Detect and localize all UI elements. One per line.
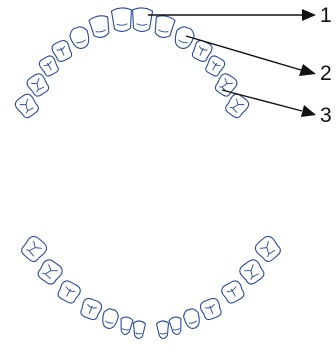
lower-arch-tooth-outline (100, 307, 119, 330)
callout-3-label: 3 (320, 104, 332, 127)
lower-arch-tooth (79, 297, 104, 322)
upper-arch-tooth-outline (89, 14, 112, 39)
callout-1-label: 1 (320, 4, 332, 27)
lower-arch-tooth (56, 279, 83, 305)
callout-1: 1 (148, 4, 332, 27)
lower-arch-tooth-outline (182, 307, 201, 330)
lower-arch-tooth-outline (237, 257, 266, 286)
lower-arch (19, 234, 283, 339)
upper-arch (13, 7, 251, 120)
lower-arch-tooth (169, 316, 184, 335)
lower-arch-tooth (237, 257, 266, 286)
lower-arch-tooth (119, 316, 134, 335)
upper-arch-tooth-outline (153, 14, 176, 39)
lower-arch-tooth (253, 234, 283, 264)
lower-arch-tooth-outline (169, 316, 184, 335)
lower-arch-tooth-outline (35, 257, 64, 286)
lower-arch-tooth (100, 307, 119, 330)
upper-arch-tooth (68, 25, 92, 51)
upper-arch-tooth-outline (131, 7, 152, 32)
upper-arch-tooth (89, 14, 112, 39)
lower-arch-tooth (220, 279, 247, 305)
upper-arch-tooth (111, 7, 132, 32)
lower-arch-tooth (132, 321, 145, 339)
lower-arch-tooth (35, 257, 64, 286)
lower-arch-tooth-outline (19, 234, 49, 264)
callout-3-arrowhead (301, 105, 316, 117)
upper-arch-tooth (153, 14, 176, 39)
lower-arch-tooth (19, 234, 49, 264)
lower-arch-tooth-outline (156, 321, 169, 339)
upper-arch-tooth (131, 7, 152, 32)
callout-2-arrowhead (299, 64, 316, 76)
lower-arch-tooth-outline (132, 321, 145, 339)
callout-1-arrowhead (302, 9, 316, 21)
upper-arch-tooth-outline (111, 7, 132, 32)
lower-arch-tooth-outline (253, 234, 283, 264)
lower-arch-tooth-outline (119, 316, 134, 335)
callout-2-label: 2 (320, 62, 332, 85)
upper-arch-tooth-outline (68, 25, 92, 51)
lower-arch-tooth (199, 297, 224, 322)
lower-arch-tooth (156, 321, 169, 339)
lower-arch-tooth (182, 307, 201, 330)
